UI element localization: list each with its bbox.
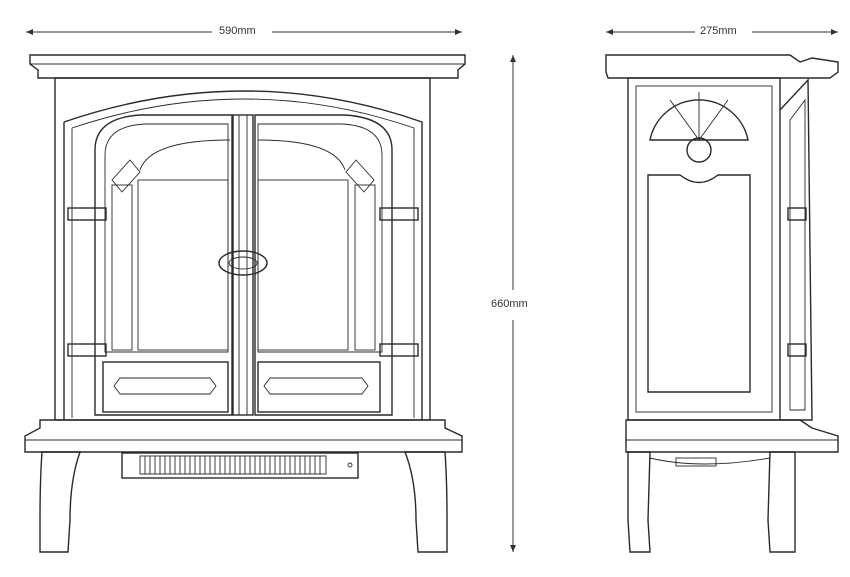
side-front-leg <box>627 451 651 553</box>
side-rear-leg <box>767 451 796 553</box>
width-label: 590mm <box>216 25 259 37</box>
front-view <box>24 54 466 553</box>
hinges <box>67 207 419 357</box>
heater-grille <box>121 452 359 479</box>
left-leg <box>39 451 81 553</box>
height-label: 660mm <box>488 298 531 310</box>
right-leg <box>403 451 448 553</box>
right-door <box>254 114 393 416</box>
side-switch <box>675 457 717 467</box>
depth-label: 275mm <box>697 25 740 37</box>
side-view <box>605 54 839 553</box>
door-handle <box>218 114 268 416</box>
left-door <box>94 114 233 416</box>
